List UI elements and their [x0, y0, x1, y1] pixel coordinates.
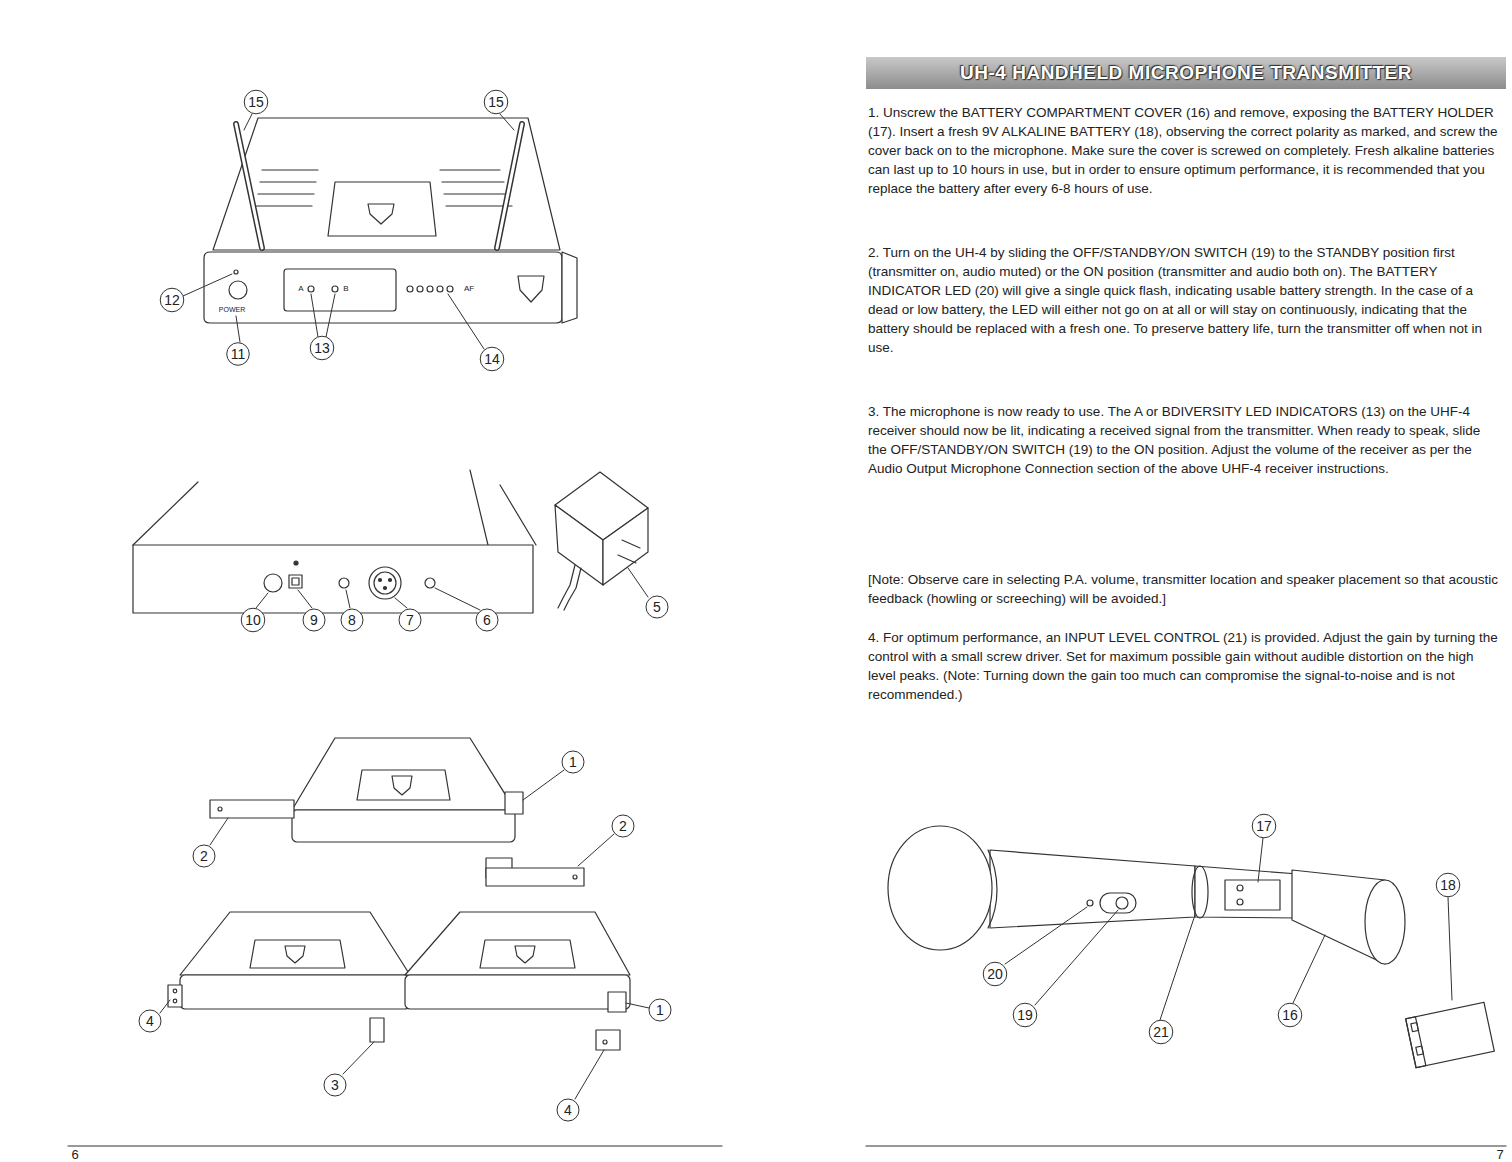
callout-circle: [1278, 1003, 1302, 1027]
callout-number: 8: [348, 613, 356, 627]
callout-circle: [160, 288, 184, 312]
callout-number: 16: [1282, 1008, 1298, 1022]
page-rules: [68, 1145, 1506, 1146]
callout-circle: [557, 1099, 579, 1121]
callout-number: 1: [656, 1003, 664, 1017]
callout-circle: [193, 845, 215, 867]
body-paragraph: 1. Unscrew the BATTERY COMPARTMENT COVER…: [868, 103, 1502, 198]
callout-circle: [484, 90, 508, 114]
callout-number: 9: [310, 613, 318, 627]
body-paragraph: 4. For optimum performance, an INPUT LEV…: [868, 628, 1502, 704]
callout-number: 12: [164, 293, 180, 307]
callout-circle: [310, 336, 334, 360]
body-paragraph: 2. Turn on the UH-4 by sliding the OFF/S…: [868, 243, 1502, 357]
panel-label: POWER: [219, 306, 245, 313]
microphone-figure: [888, 826, 1494, 1068]
callout-circle: [480, 347, 504, 371]
callout-number: 4: [564, 1103, 572, 1117]
callout-circle: [1013, 1003, 1037, 1027]
callout-number: 21: [1153, 1025, 1169, 1039]
callout-number: 15: [488, 95, 504, 109]
section-title: UH-4 HANDHELD MICROPHONE TRANSMITTER: [960, 62, 1412, 84]
callout-number: 15: [248, 95, 264, 109]
body-paragraph: 3. The microphone is now ready to use. T…: [868, 402, 1502, 478]
callout-number: 19: [1017, 1008, 1033, 1022]
callout-number: 3: [331, 1078, 339, 1092]
callout-circle: [646, 596, 668, 618]
callout-circle: [399, 609, 421, 631]
callout-circle: [244, 90, 268, 114]
callout-number: 4: [146, 1014, 154, 1028]
callout-circle: [1252, 814, 1276, 838]
callout-circle: [649, 999, 671, 1021]
callout-number: 10: [245, 613, 261, 627]
callout-circle: [341, 609, 363, 631]
callout-number: 6: [483, 613, 491, 627]
panel-label: A: [298, 285, 303, 293]
callout-number: 2: [200, 849, 208, 863]
rack-mount-figures: [168, 738, 630, 1050]
callout-circle: [1436, 873, 1460, 897]
callout-number: 14: [484, 352, 500, 366]
callout-number: 11: [231, 347, 246, 361]
note-text: [Note: Observe care in selecting P.A. vo…: [868, 570, 1502, 608]
page-number: 6: [71, 1148, 78, 1161]
callout-number: 2: [619, 819, 627, 833]
callout-number: 7: [406, 613, 414, 627]
callout-circle: [612, 815, 634, 837]
callout-circle: [139, 1010, 161, 1032]
receiver-front-figure: [204, 118, 577, 323]
callout-circle: [303, 609, 325, 631]
page-number: 7: [1496, 1148, 1503, 1161]
callout-circle: [324, 1074, 346, 1096]
callout-number: 5: [653, 600, 661, 614]
callout-circle: [1149, 1020, 1173, 1044]
callout-number: 13: [314, 341, 330, 355]
callout-circle: [983, 962, 1007, 986]
callout-number: 18: [1440, 878, 1456, 892]
receiver-back-figure: [133, 470, 536, 613]
title-band: UH-4 HANDHELD MICROPHONE TRANSMITTER: [866, 57, 1506, 89]
callout-number: 17: [1256, 819, 1272, 833]
panel-label: AF: [464, 285, 474, 293]
panel-label: B: [343, 285, 348, 293]
leader-lines: [160, 114, 1452, 1099]
callout-number: 20: [987, 967, 1003, 981]
callout-circle: [562, 751, 584, 773]
callout-number: 1: [569, 755, 577, 769]
power-adapter-figure: [555, 472, 648, 610]
callout-circle: [227, 343, 250, 366]
callout-circle: [476, 609, 498, 631]
callout-circle: [241, 608, 265, 632]
